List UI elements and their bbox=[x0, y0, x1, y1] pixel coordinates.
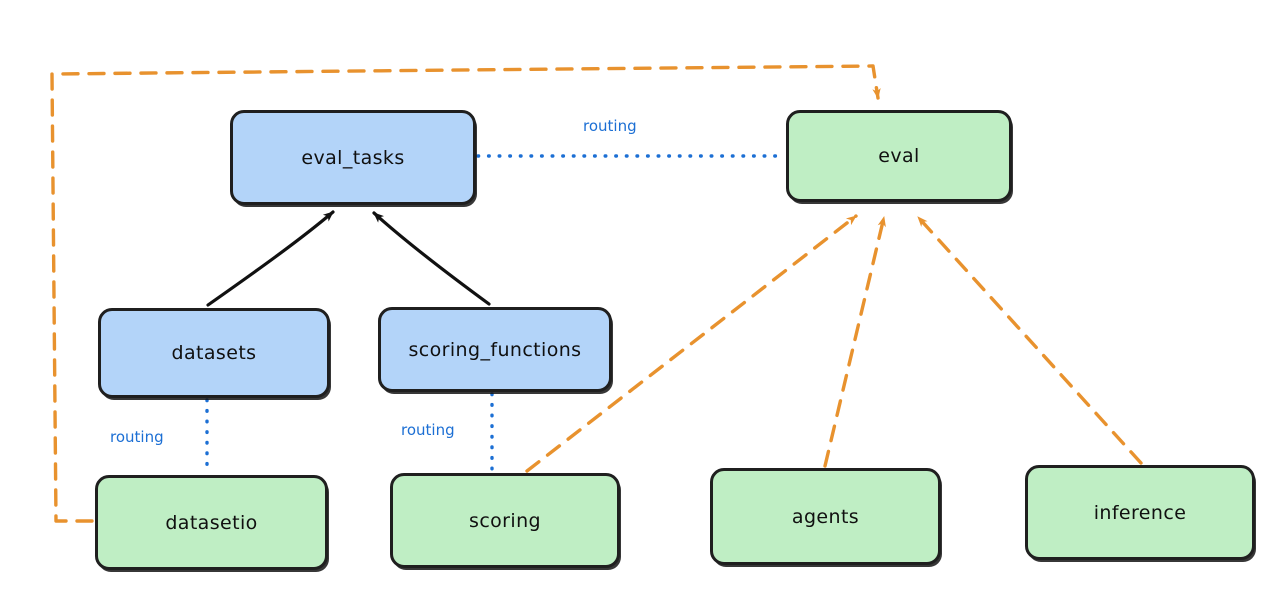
edge-scoring-to-eval bbox=[525, 214, 858, 473]
node-label-datasets: datasets bbox=[171, 342, 257, 364]
edge-datasetio-to-eval bbox=[50, 64, 881, 523]
node-label-scoring: scoring bbox=[469, 509, 541, 532]
edge-label-routing-eval_tasks-eval: routing bbox=[580, 117, 640, 135]
node-label-inference: inference bbox=[1093, 501, 1187, 524]
node-scoring_functions[interactable]: scoring_functions bbox=[378, 307, 612, 392]
node-datasetio[interactable]: datasetio bbox=[95, 475, 328, 570]
edge-agents-to-eval bbox=[823, 215, 886, 468]
edge-datasets-to-eval_tasks bbox=[206, 210, 335, 307]
node-agents[interactable]: agents bbox=[710, 468, 941, 565]
node-eval_tasks[interactable]: eval_tasks bbox=[230, 110, 476, 205]
edge-scoring_functions-to-eval_tasks bbox=[372, 211, 491, 306]
node-label-agents: agents bbox=[791, 505, 860, 528]
node-scoring[interactable]: scoring bbox=[390, 473, 620, 568]
node-label-scoring_functions: scoring_functions bbox=[408, 338, 582, 361]
node-inference[interactable]: inference bbox=[1025, 465, 1255, 560]
node-label-eval: eval bbox=[878, 145, 920, 167]
edge-label-routing-datasets-datasetio: routing bbox=[107, 428, 167, 446]
node-eval[interactable]: eval bbox=[786, 110, 1012, 202]
node-label-eval_tasks: eval_tasks bbox=[301, 146, 405, 169]
edge-inference-to-eval bbox=[916, 215, 1143, 465]
node-label-datasetio: datasetio bbox=[165, 511, 258, 534]
node-datasets[interactable]: datasets bbox=[98, 308, 330, 398]
edge-label-routing-scoring_functions-scoring: routing bbox=[398, 421, 458, 439]
